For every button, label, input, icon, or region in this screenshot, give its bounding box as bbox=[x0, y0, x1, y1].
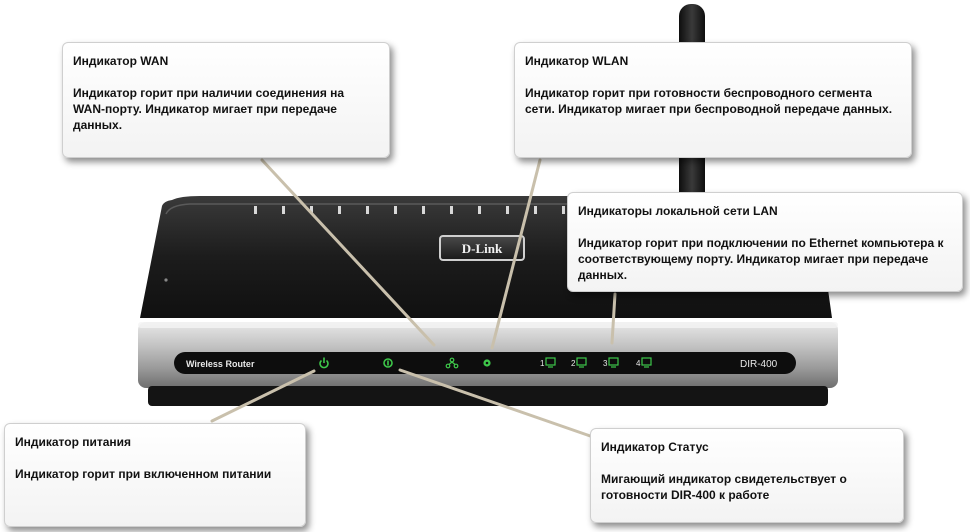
status-led-icon bbox=[383, 358, 393, 368]
callout-wan-text: Индикатор горит при наличии соединения н… bbox=[73, 86, 345, 132]
callout-wlan-text: Индикатор горит при готовности беспровод… bbox=[525, 86, 893, 116]
callout-wan: Индикатор WAN Индикатор горит при наличи… bbox=[62, 42, 390, 158]
lan-3-led-icon bbox=[608, 357, 619, 368]
wireless-router-label: Wireless Router bbox=[186, 359, 255, 369]
model-label: DIR-400 bbox=[740, 359, 778, 370]
callout-status-title: Индикатор Статус bbox=[601, 440, 709, 454]
leader-line-power bbox=[210, 369, 316, 423]
leader-line-wan bbox=[260, 158, 436, 347]
lan-port-4-number: 4 bbox=[636, 359, 641, 368]
callout-wlan-title: Индикатор WLAN bbox=[525, 54, 629, 68]
brand-logo: D-Link bbox=[439, 235, 525, 261]
lan-1-led-icon bbox=[545, 357, 556, 368]
callout-wlan: Индикатор WLAN Индикатор горит при готов… bbox=[514, 42, 912, 158]
lan-4-led-icon bbox=[641, 357, 652, 368]
leader-line-wlan bbox=[490, 158, 542, 350]
leader-line-status bbox=[398, 368, 598, 440]
lan-port-3-number: 3 bbox=[603, 359, 608, 368]
brand-text: D-Link bbox=[462, 241, 503, 256]
callout-status-text: Мигающий индикатор свидетельствует о гот… bbox=[601, 472, 847, 502]
callout-status: Индикатор Статус Мигающий индикатор свид… bbox=[590, 428, 904, 523]
lan-port-1-number: 1 bbox=[540, 359, 545, 368]
lan-port-2-number: 2 bbox=[571, 359, 576, 368]
lan-port-numbers: 1 2 3 4 bbox=[540, 359, 641, 368]
callout-power-title: Индикатор питания bbox=[15, 435, 132, 449]
wlan-led-icon bbox=[483, 359, 491, 367]
callout-lan: Индикаторы локальной сети LAN Индикатор … bbox=[567, 192, 963, 292]
callout-lan-text: Индикатор горит при подключении по Ether… bbox=[578, 236, 944, 282]
vent-slots bbox=[254, 206, 593, 214]
lan-2-led-icon bbox=[576, 357, 587, 368]
callout-lan-title: Индикаторы локальной сети LAN bbox=[578, 204, 778, 218]
power-led-icon bbox=[319, 357, 329, 369]
wan-led-icon bbox=[445, 357, 459, 369]
router-base bbox=[148, 386, 828, 406]
callout-power: Индикатор питания Индикатор горит при вк… bbox=[4, 423, 306, 527]
leader-line-lan bbox=[610, 292, 617, 345]
callout-power-text: Индикатор горит при включенном питании bbox=[15, 467, 272, 481]
callout-wan-title: Индикатор WAN bbox=[73, 54, 169, 68]
